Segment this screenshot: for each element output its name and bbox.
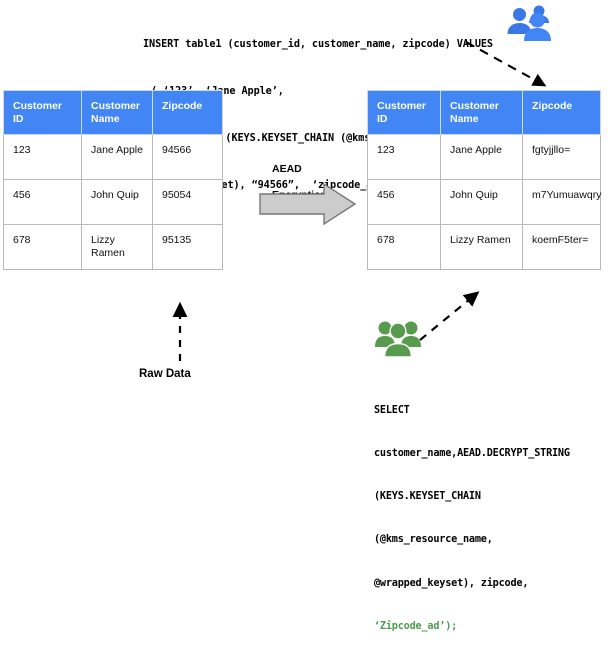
column-header-zipcode: Zipcode [522,90,601,135]
select-sql-line-2: customer_name,AEAD.DECRYPT_STRING [374,448,570,460]
header-text-2: Name [450,112,479,125]
header-text: Customer [13,100,63,112]
raw-data-label: Raw Data [139,368,191,380]
table-row: 123 Jane Apple fgtyjjllo= [367,134,601,180]
cell-zipcode: fgtyjjllo= [522,134,601,180]
header-text: Customer [450,100,500,112]
cell-customer-name: Lizzy Ramen [81,224,153,270]
header-text: Zipcode [532,100,573,112]
table-row: 678 Lizzy Ramen 95135 [3,224,223,270]
cell-customer-id: 456 [367,179,441,225]
header-text-2: ID [13,112,24,125]
table-row: 456 John Quip 95054 [3,179,223,225]
header-text: Zipcode [162,100,203,112]
cell-customer-name: Lizzy Ramen [440,224,523,270]
table-row: 123 Jane Apple 94566 [3,134,223,180]
header-text-2: Name [91,112,120,125]
column-header-zipcode: Zipcode [152,90,223,135]
people-group-icon [374,314,424,358]
cell-customer-name: Jane Apple [440,134,523,180]
aead-label-line-1: AEAD [272,163,302,175]
insert-sql-line-1: INSERT table1 (customer_id, customer_nam… [143,39,493,51]
encryption-flow-arrow-icon [258,182,358,226]
header-text: Customer [91,100,141,112]
cell-customer-name: John Quip [81,179,153,225]
select-sql-line-6: ‘Zipcode_ad’); [374,620,458,632]
cell-customer-id: 678 [3,224,82,270]
header-text-2: ID [377,112,388,125]
select-sql-line-1: SELECT [374,404,410,416]
cell-zipcode: 95054 [152,179,223,225]
table-row: 678 Lizzy Ramen koemF5ter= [367,224,601,270]
cell-customer-name: John Quip [440,179,523,225]
cell-zipcode: 94566 [152,134,223,180]
select-sql-statement: SELECT customer_name,AEAD.DECRYPT_STRING… [374,375,570,649]
cell-zipcode: m7Yumuawqry [522,179,601,225]
people-group-icon [506,3,554,43]
header-text: Customer [377,100,427,112]
select-flow-arrow [418,282,518,344]
cell-zipcode: koemF5ter= [522,224,601,270]
cell-zipcode: 95135 [152,224,223,270]
cell-customer-id: 123 [367,134,441,180]
table-row: 456 John Quip m7Yumuawqry [367,179,601,225]
raw-data-arrow [160,295,200,365]
select-sql-line-4: (@kms_resource_name, [374,534,493,546]
cell-customer-id: 456 [3,179,82,225]
select-sql-line-3: (KEYS.KEYSET_CHAIN [374,491,481,503]
cell-customer-id: 123 [3,134,82,180]
cell-customer-id: 678 [367,224,441,270]
select-sql-line-5: @wrapped_keyset), zipcode, [374,577,529,589]
cell-customer-name: Jane Apple [81,134,153,180]
